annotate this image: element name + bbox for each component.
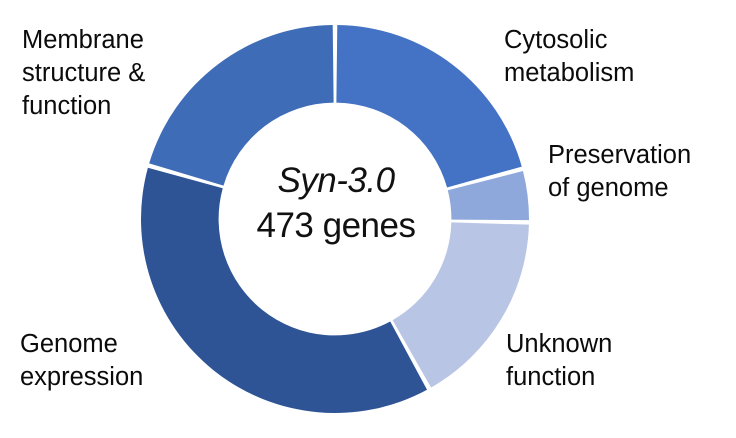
slice-label-cytosolic-metabolism: Cytosolic metabolism: [504, 26, 635, 88]
donut-slice-group: [141, 25, 529, 413]
slice-label-genome-expression: Genome expression: [20, 330, 144, 392]
slice-label-preservation-of-genome: Preservation of genome: [548, 141, 692, 203]
donut-slice-cytosolic-metabolism[interactable]: [336, 25, 522, 188]
donut-slice-membrane-structure-function[interactable]: [149, 25, 334, 186]
donut-slice-genome-expression[interactable]: [141, 167, 428, 413]
slice-label-unknown-function: Unknown function: [506, 330, 613, 392]
donut-slice-unknown-function[interactable]: [392, 222, 529, 388]
donut-slice-preservation-of-genome[interactable]: [447, 171, 529, 221]
slice-label-membrane-structure-function: Membrane structure & function: [22, 26, 146, 121]
